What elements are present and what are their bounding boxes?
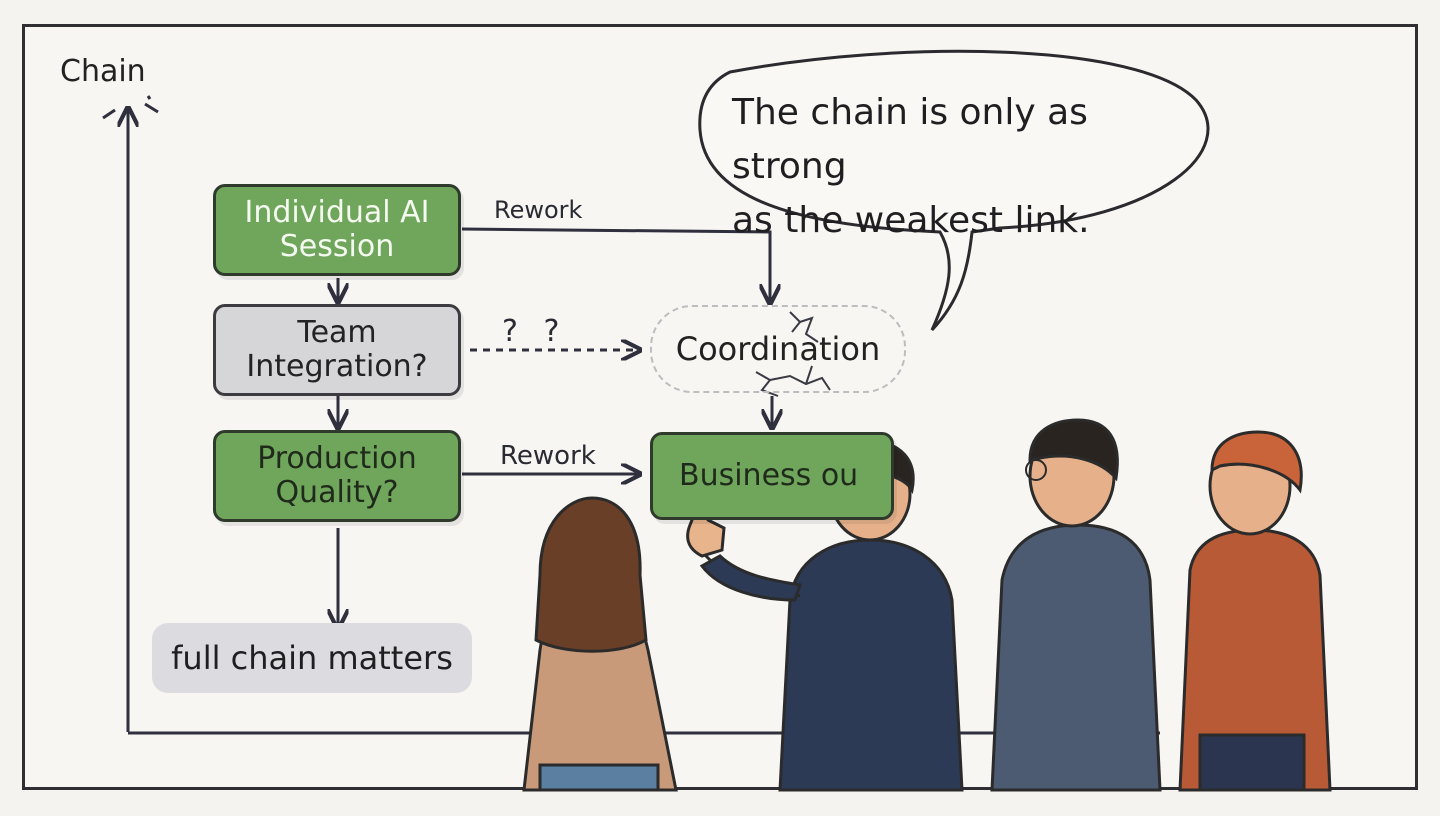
node-production-label: Production Quality? <box>257 441 417 510</box>
node-individual-label: Individual AI Session <box>244 195 430 264</box>
node-full-chain-label: full chain matters <box>171 639 453 677</box>
speech-bubble-line-2: as the weakest link. <box>732 200 1090 241</box>
person-woman <box>522 496 678 792</box>
arrow-rework-top <box>461 227 770 303</box>
axis-label: Chain <box>60 54 146 89</box>
node-coordination-label: Coordination <box>675 330 881 368</box>
node-coordination: Coordination <box>650 305 906 393</box>
node-full-chain-matters: full chain matters <box>152 623 472 693</box>
speech-bubble-line-1: The chain is only as strong <box>732 92 1088 187</box>
axis-tick-top <box>146 95 152 100</box>
axis-tick-right <box>144 102 159 114</box>
speech-bubble <box>698 49 1210 332</box>
crack-marks <box>755 311 831 397</box>
node-individual-ai-session: Individual AI Session <box>213 184 461 276</box>
node-team-integration: Team Integration? <box>213 304 461 396</box>
edge-label-rework-top: Rework <box>494 196 583 224</box>
edge-label-rework-bottom: Rework <box>500 441 596 471</box>
speech-bubble-text: The chain is only as strong as the weake… <box>732 86 1202 248</box>
node-production-quality: Production Quality? <box>213 430 461 522</box>
axis-tick-left <box>102 108 116 120</box>
person-glasses-man <box>990 418 1162 792</box>
node-team-label: Team Integration? <box>246 315 428 384</box>
edge-label-question-marks: ? ? <box>502 314 568 349</box>
person-redhead-man <box>1178 430 1332 792</box>
node-business-label: Business ou <box>679 458 859 493</box>
node-business-outcome: Business ou <box>650 432 894 520</box>
